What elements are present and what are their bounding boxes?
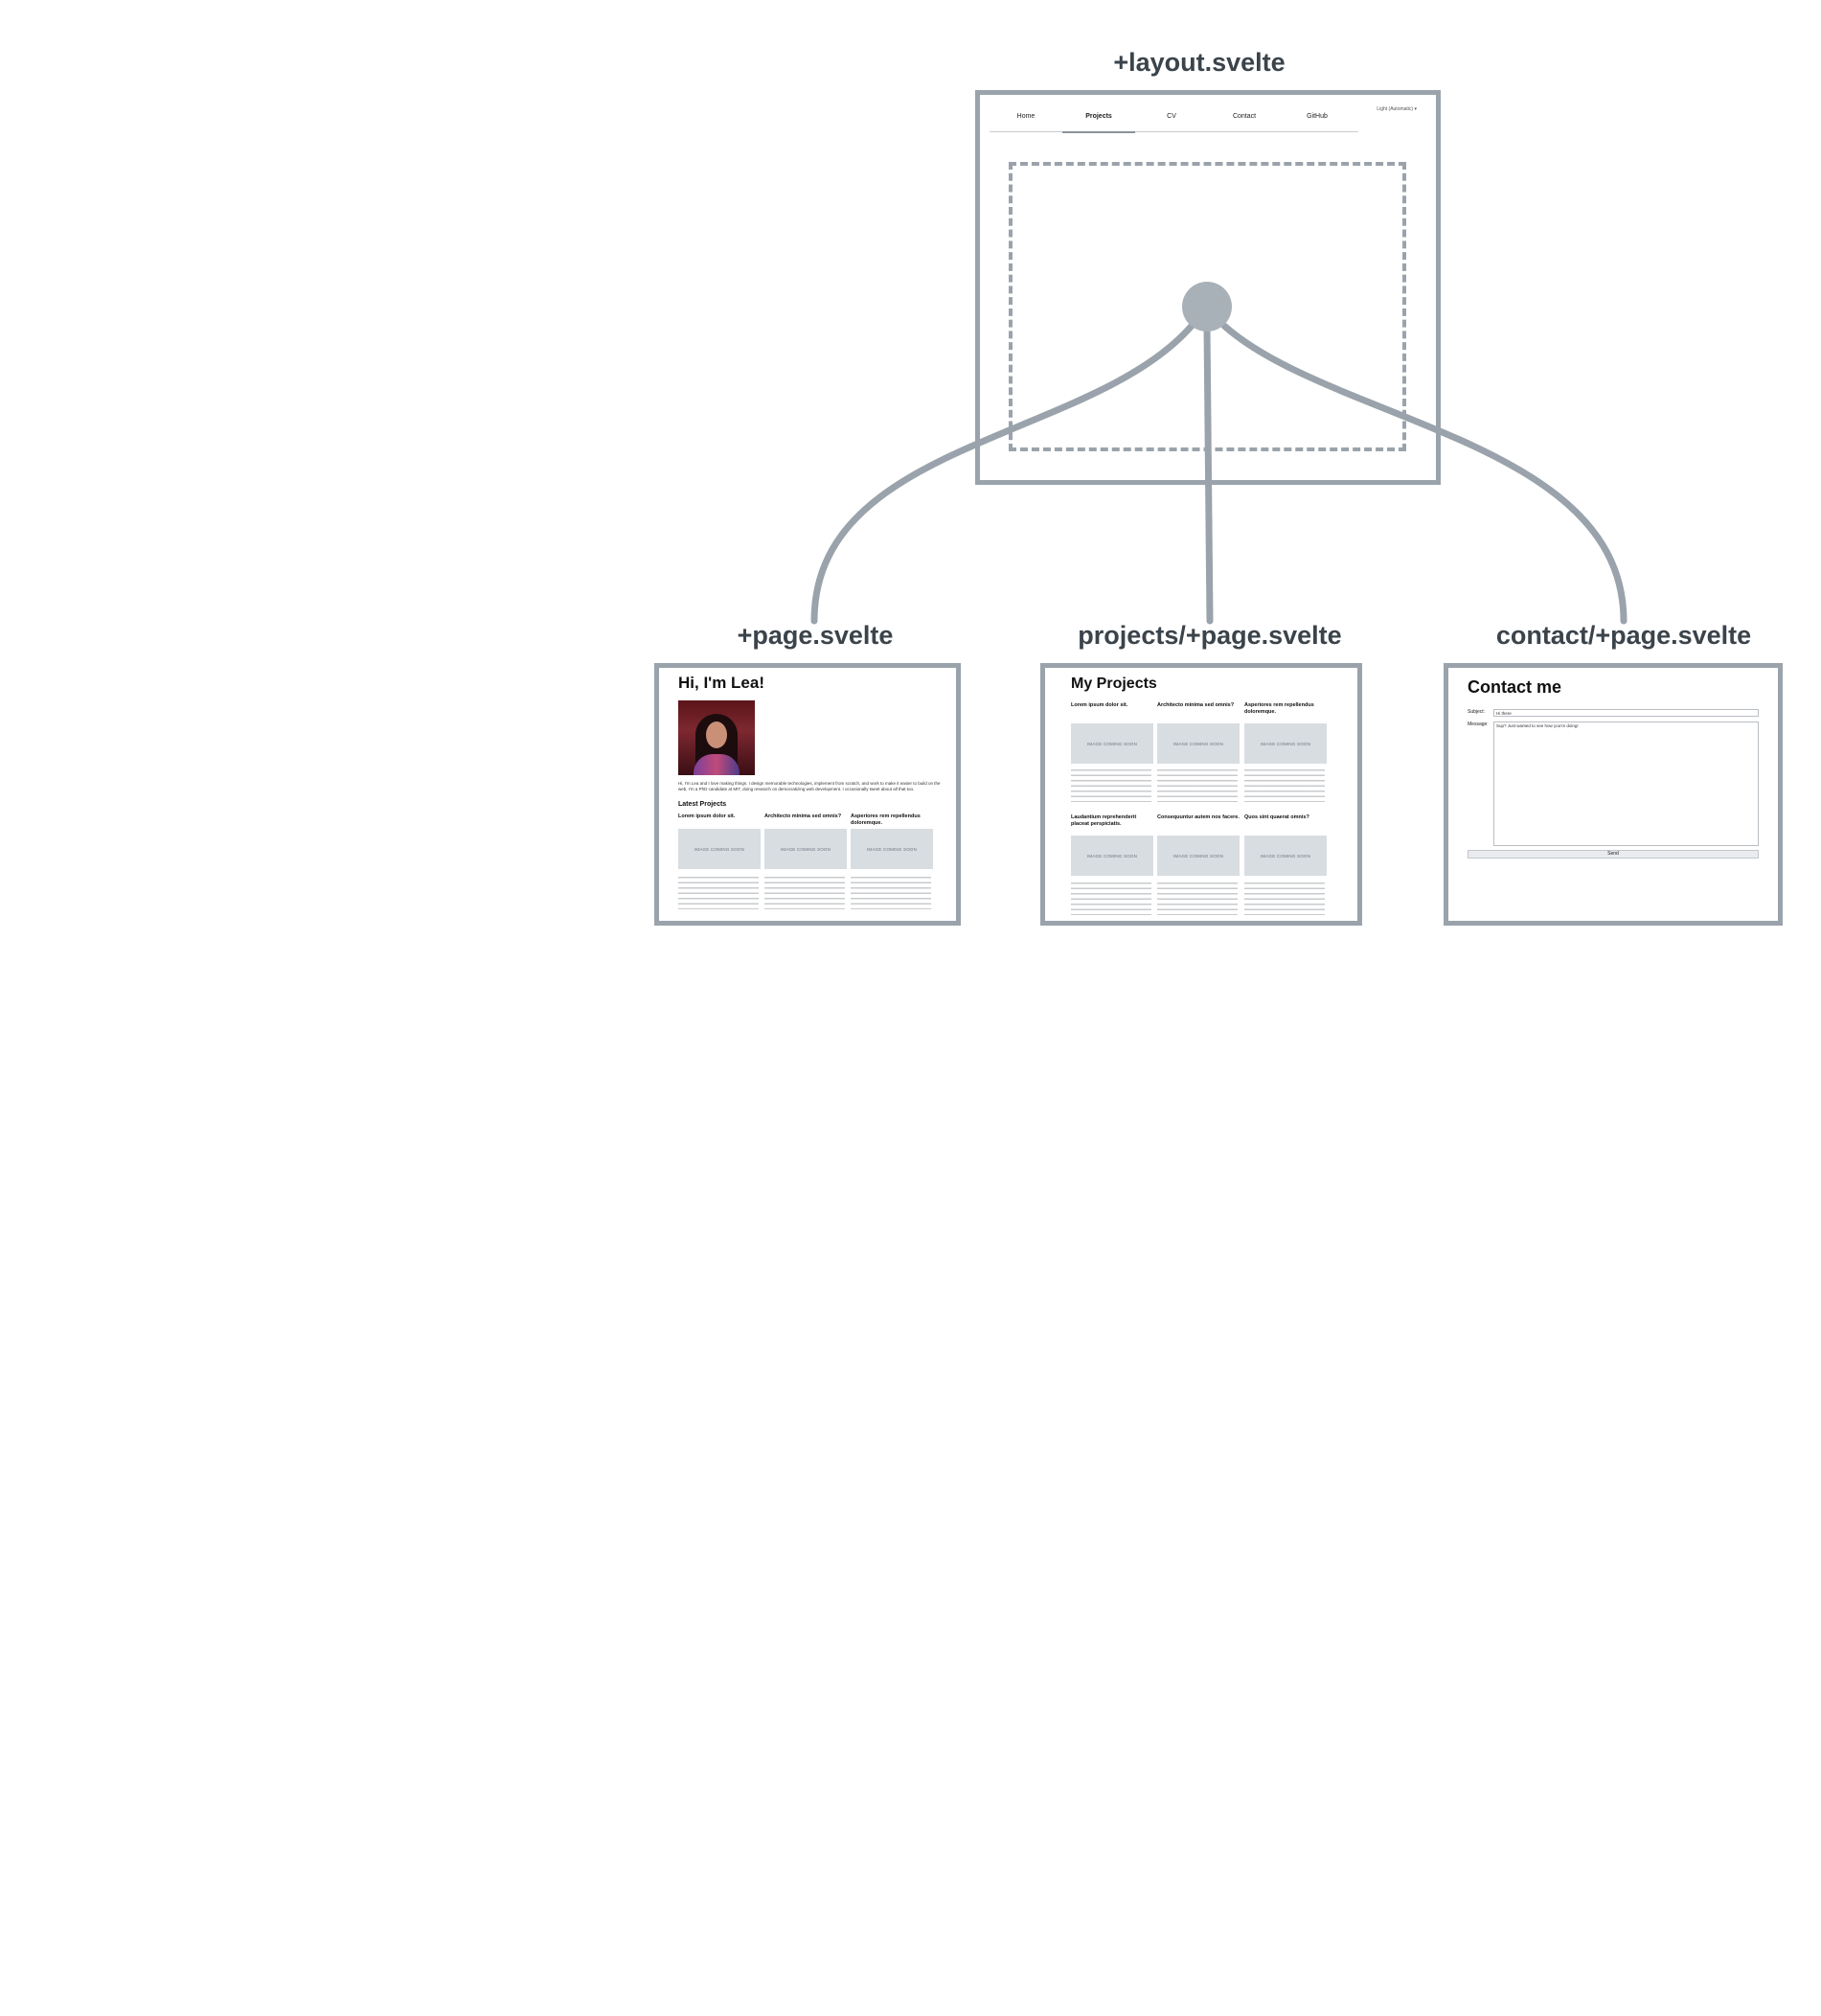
card-text-lines — [1157, 769, 1238, 802]
slot-node — [1182, 282, 1232, 332]
card-text-lines — [1071, 882, 1151, 915]
card-text-lines — [1071, 769, 1151, 802]
card-text-lines — [764, 877, 845, 909]
nav-item-cv[interactable]: CV — [1167, 113, 1176, 120]
send-button[interactable]: Send — [1468, 850, 1759, 859]
home-bio: Hi, I'm Lea and I love making things. I … — [678, 781, 941, 791]
theme-select[interactable]: Light (Automatic) ▾ — [1377, 106, 1417, 112]
nav-item-projects[interactable]: Projects — [1085, 113, 1112, 120]
home-card-title: Asperiores rem repellendus doloremque. — [851, 813, 921, 826]
project-card-title: Quos sint quaerat omnis? — [1244, 814, 1309, 820]
image-placeholder: IMAGE COMING SOON — [1244, 723, 1327, 764]
home-card-title: Architecto minima sed omnis? — [764, 813, 842, 819]
contact-page-frame: Contact me Subject: Hi there Message: Su… — [1444, 663, 1783, 926]
theme-select-label: Light (Automatic) — [1377, 106, 1414, 112]
home-page-title: Hi, I'm Lea! — [678, 674, 765, 692]
project-card-title: Lorem ipsum dolor sit. — [1071, 702, 1128, 708]
message-textarea[interactable]: Sup? Just wanted to see how you're doing… — [1493, 722, 1759, 846]
nav-item-github[interactable]: GitHub — [1307, 113, 1328, 120]
projects-page-title: My Projects — [1071, 676, 1157, 692]
project-card-title: Architecto minima sed omnis? — [1157, 702, 1235, 708]
image-placeholder: IMAGE COMING SOON — [1071, 836, 1153, 876]
subject-label: Subject: — [1468, 709, 1486, 715]
card-text-lines — [1244, 769, 1325, 802]
image-placeholder: IMAGE COMING SOON — [851, 829, 933, 869]
connector-to-projects — [1203, 324, 1214, 625]
layout-nav: Home Projects CV Contact GitHub — [990, 110, 1358, 133]
connector-to-contact — [1220, 322, 1628, 625]
home-page-heading: +page.svelte — [737, 621, 894, 650]
card-text-lines — [851, 877, 931, 909]
project-card-title: Laudantium reprehenderit placeat perspic… — [1071, 814, 1137, 827]
projects-page-frame: My Projects Lorem ipsum dolor sit. Archi… — [1040, 663, 1362, 926]
image-placeholder: IMAGE COMING SOON — [1244, 836, 1327, 876]
card-text-lines — [1157, 882, 1238, 915]
profile-photo — [678, 700, 755, 775]
nav-item-home[interactable]: Home — [1016, 113, 1036, 120]
image-placeholder: IMAGE COMING SOON — [1157, 723, 1240, 764]
home-card-title: Lorem ipsum dolor sit. — [678, 813, 736, 819]
card-text-lines — [678, 877, 759, 909]
image-placeholder: IMAGE COMING SOON — [678, 829, 761, 869]
nav-item-contact[interactable]: Contact — [1232, 113, 1257, 120]
image-placeholder: IMAGE COMING SOON — [764, 829, 847, 869]
subject-input[interactable]: Hi there — [1493, 709, 1759, 717]
project-card-title: Consequuntur autem nos facere. — [1157, 814, 1240, 820]
card-text-lines — [1244, 882, 1325, 915]
image-placeholder: IMAGE COMING SOON — [1071, 723, 1153, 764]
message-label: Message: — [1468, 722, 1489, 727]
project-card-title: Asperiores rem repellendus doloremque. — [1244, 702, 1314, 715]
chevron-down-icon: ▾ — [1414, 106, 1417, 112]
projects-page-heading: projects/+page.svelte — [1078, 621, 1342, 650]
image-placeholder: IMAGE COMING SOON — [1157, 836, 1240, 876]
home-page-frame: Hi, I'm Lea! Hi, I'm Lea and I love maki… — [654, 663, 961, 926]
latest-projects-heading: Latest Projects — [678, 801, 727, 808]
contact-page-title: Contact me — [1468, 677, 1562, 697]
layout-heading: +layout.svelte — [1113, 48, 1286, 77]
connector-to-home — [810, 322, 1195, 625]
nav-active-underline — [1062, 131, 1135, 133]
contact-page-heading: contact/+page.svelte — [1495, 621, 1752, 650]
